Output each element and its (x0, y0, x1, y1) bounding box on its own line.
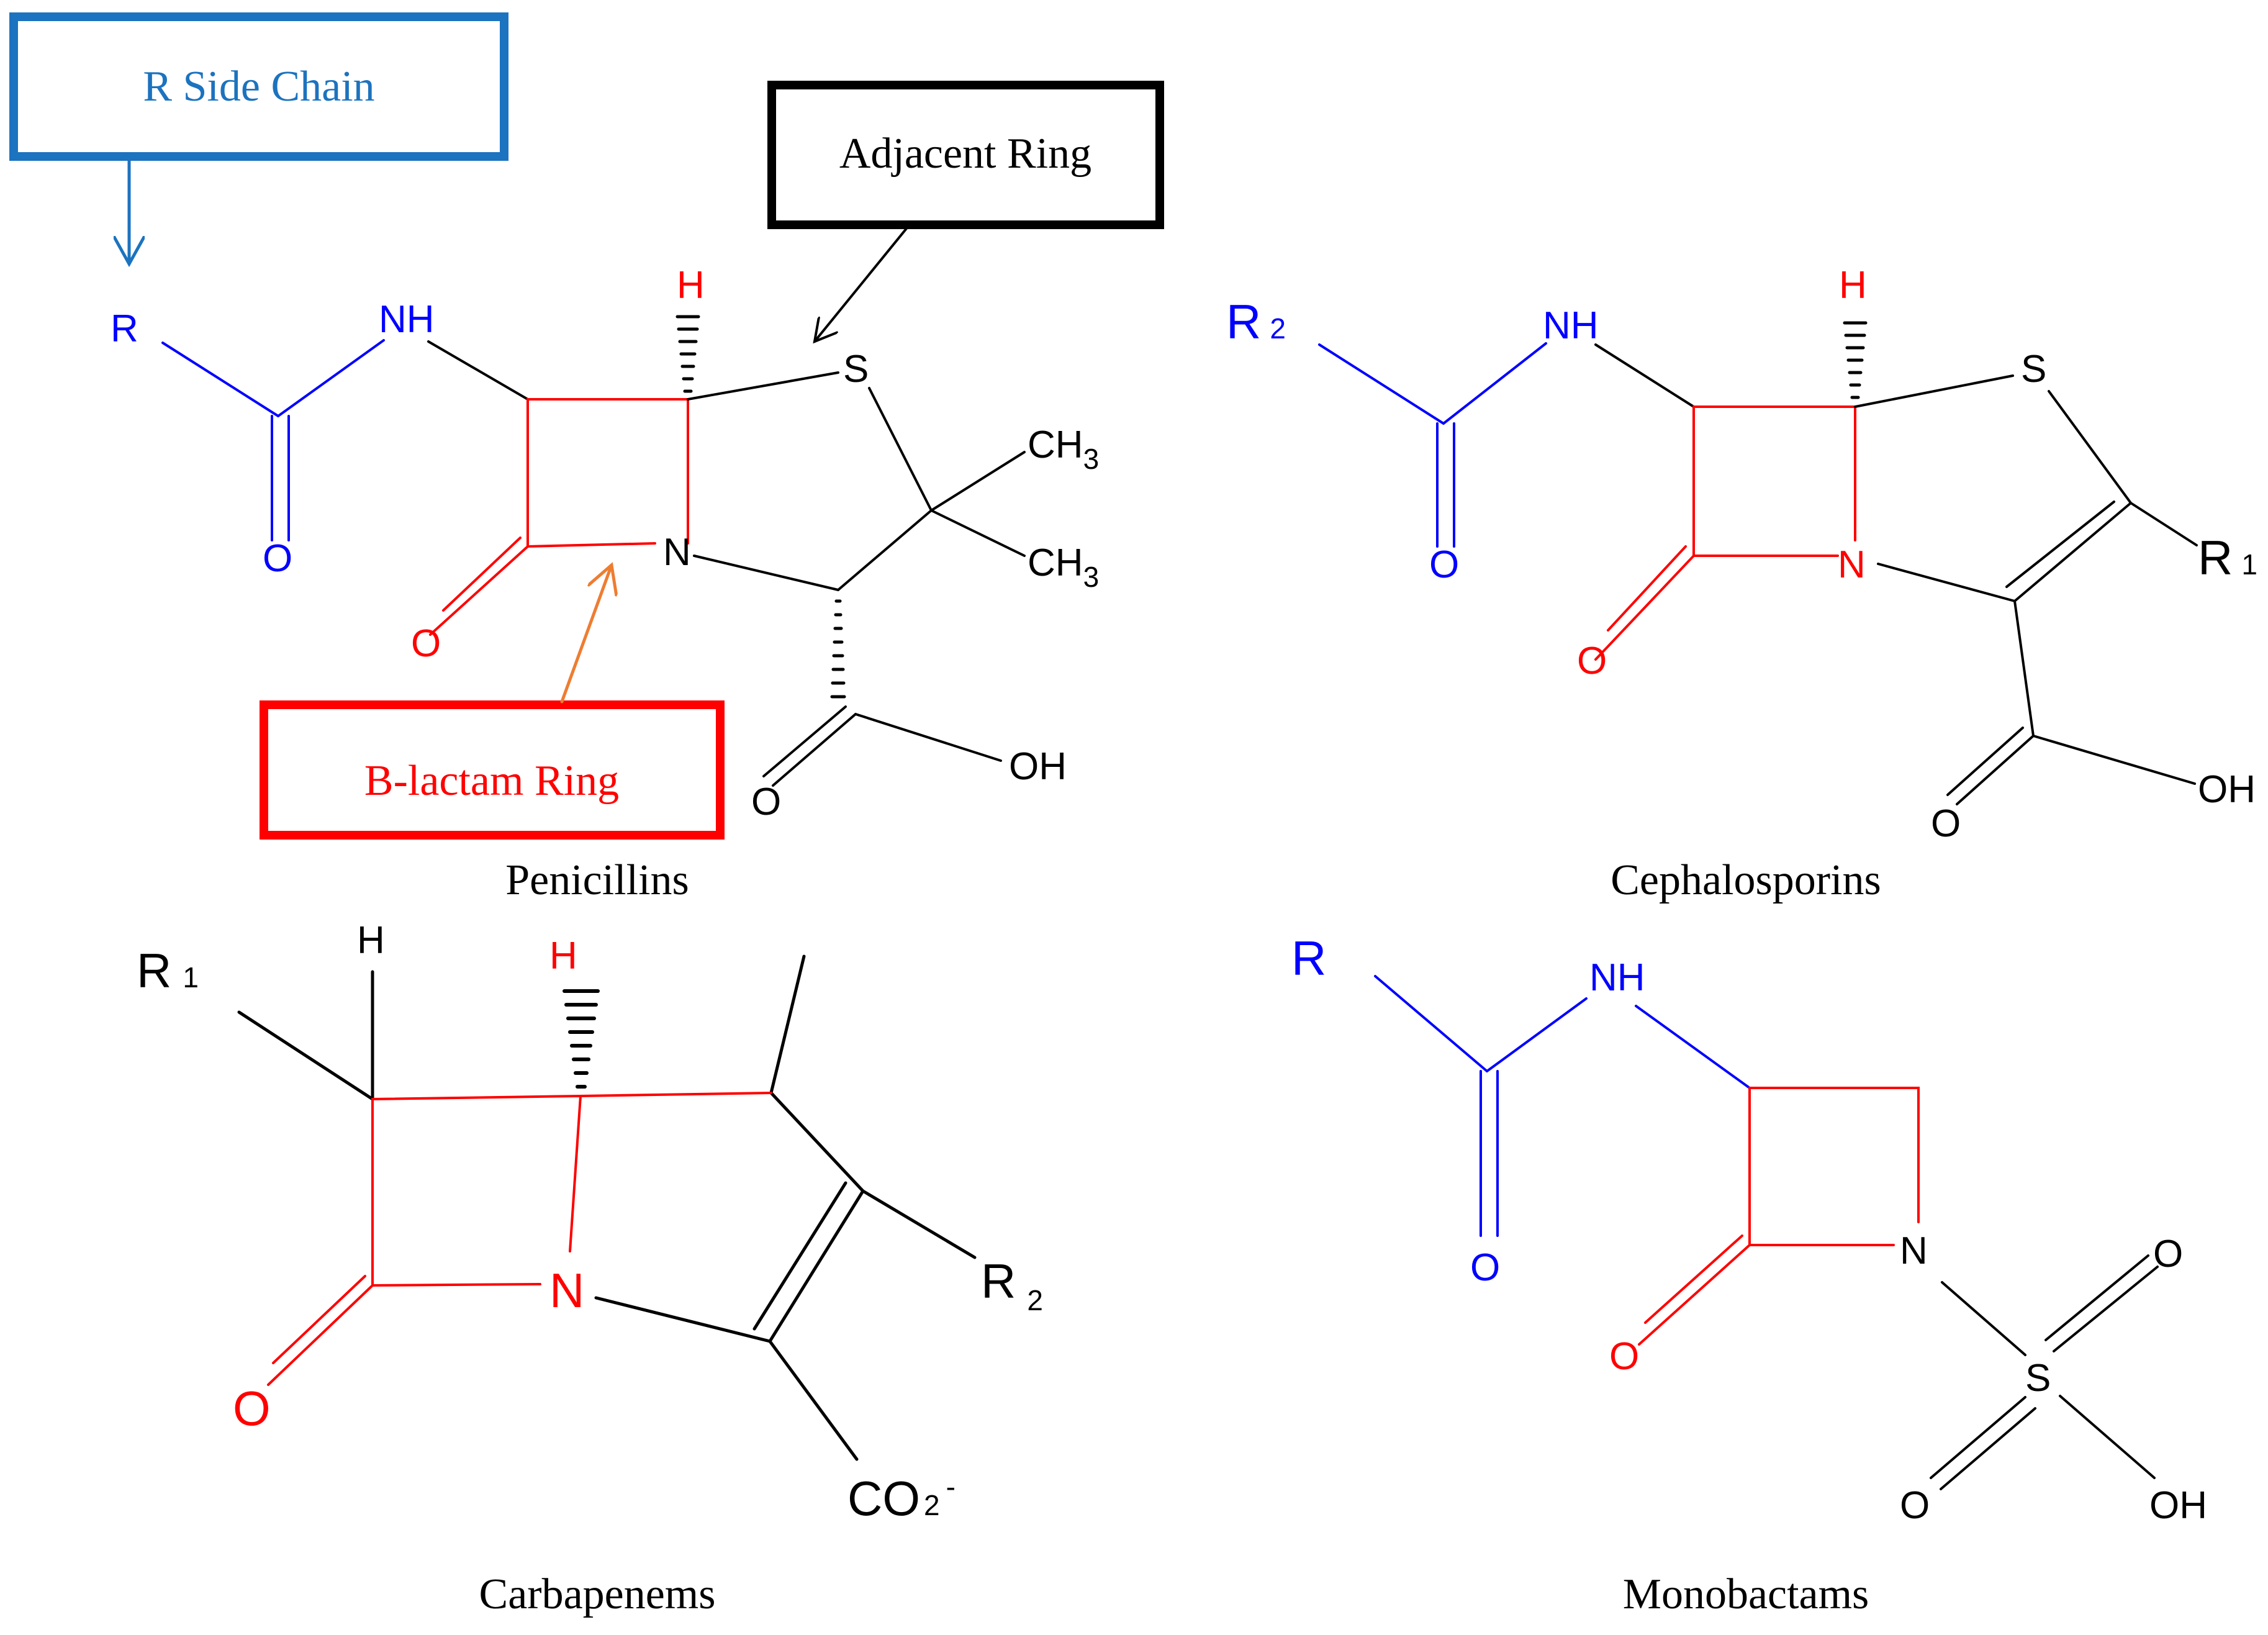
monobactam-lactam-ring (1638, 1087, 1920, 1346)
caption-monobactams: Monobactams (1623, 1570, 1869, 1618)
penicillin-o-acid-label: O (751, 781, 781, 823)
monobactam-n-label: N (1900, 1230, 1928, 1272)
penicillin-ch3-top-label: CH3 (1028, 423, 1099, 475)
carbapenem-black-bonds (237, 954, 977, 1461)
monobactam-o-top-label: O (2153, 1233, 2183, 1275)
carbapenem-lactam-ring (267, 1092, 772, 1386)
structure-monobactam: R NH O N O S O O OH (1291, 931, 2207, 1527)
monobactam-r-label: R (1291, 931, 1326, 985)
monobactam-s-label: S (2025, 1357, 2051, 1400)
callout-b-lactam-ring: B-lactam Ring (260, 565, 725, 840)
penicillin-h-label: H (677, 264, 705, 307)
cephalosporin-nh-label: NH (1543, 304, 1599, 347)
structure-penicillin: R NH O H S N O CH3 CH3 O OH (111, 264, 1099, 823)
callout-adjacent-ring-arrow (815, 227, 908, 342)
cephalosporin-n-label: N (1838, 543, 1866, 586)
monobactam-side-chain (1374, 975, 1751, 1237)
callout-r-side-chain-label: R Side Chain (143, 63, 374, 111)
monobactam-o-lactam-label: O (1609, 1335, 1639, 1378)
carbapenem-o-label: O (233, 1381, 271, 1436)
callout-b-lactam-ring-arrow (560, 565, 612, 704)
penicillin-hash-wedge (675, 315, 700, 393)
callout-b-lactam-ring-label: B-lactam Ring (364, 757, 619, 805)
cephalosporin-adjacent-ring (1854, 374, 2198, 805)
callout-b-lactam-ring-box (260, 700, 725, 840)
callout-adjacent-ring: Adjacent Ring (767, 81, 1164, 342)
penicillin-s-label: S (843, 348, 869, 391)
monobactam-oh-label: OH (2149, 1484, 2207, 1527)
penicillin-nh-bond (427, 340, 529, 401)
cephalosporin-o-lactam-label: O (1577, 640, 1607, 682)
caption-carbapenems: Carbapenems (479, 1570, 716, 1618)
cephalosporin-nh-bond (1594, 343, 1695, 408)
callout-adjacent-ring-box (767, 81, 1164, 229)
callout-r-side-chain-box (9, 12, 508, 161)
monobactam-sulfonate-bonds (1930, 1254, 2159, 1490)
penicillin-lactam-ring (429, 398, 689, 636)
carbapenem-h-black-label: H (357, 919, 385, 962)
penicillin-ch3-bottom-label: CH3 (1028, 541, 1099, 593)
carbapenem-h-red-label: H (549, 935, 577, 977)
penicillin-oh-label: OH (1009, 745, 1067, 788)
penicillin-o-lactam-label: O (411, 622, 441, 665)
cephalosporin-hash-wedge (1843, 321, 1868, 399)
monobactam-nh-label: NH (1589, 956, 1645, 999)
cephalosporin-h-label: H (1839, 264, 1867, 307)
penicillin-adjacent-ring (687, 371, 1026, 787)
carbapenem-hash-wedge (562, 989, 600, 1089)
callout-r-side-chain: R Side Chain (9, 12, 508, 264)
callout-adjacent-ring-label: Adjacent Ring (839, 130, 1091, 178)
penicillin-r-label: R (111, 307, 138, 350)
monobactam-o-bottom-label: O (1900, 1484, 1930, 1527)
cephalosporin-o-acid-label: O (1931, 802, 1961, 845)
carbapenem-n-label: N (549, 1263, 584, 1318)
penicillin-nh-label: NH (379, 298, 435, 341)
cephalosporin-o-amide-label: O (1429, 543, 1459, 586)
caption-cephalosporins: Cephalosporins (1611, 856, 1881, 904)
penicillin-n-label: N (663, 531, 691, 574)
monobactam-o-amide-label: O (1470, 1246, 1500, 1289)
cephalosporin-lactam-ring (1594, 405, 1856, 661)
cephalosporin-s-label: S (2021, 348, 2046, 391)
penicillin-side-chain (161, 339, 385, 541)
penicillin-o-amide-label: O (263, 537, 292, 580)
cephalosporin-side-chain (1318, 342, 1547, 548)
penicillin-acid-hash (830, 599, 846, 699)
cephalosporin-oh-label: OH (2198, 768, 2256, 811)
caption-penicillins: Penicillins (505, 856, 689, 904)
